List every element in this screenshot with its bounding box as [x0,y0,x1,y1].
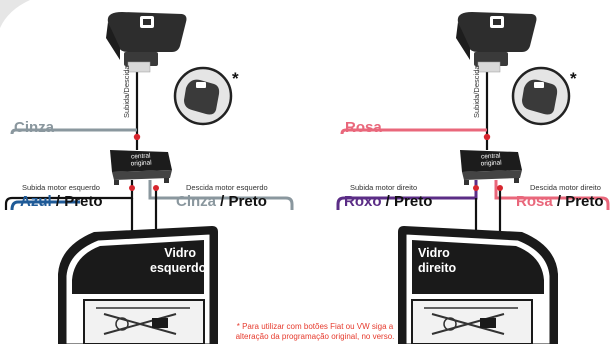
left-wire-left-color: Azul [20,193,52,210]
right-door-label: Vidro direito [418,246,456,276]
left-central-module [110,150,172,185]
right-wire-left-color: Roxo [344,193,382,210]
right-half [336,12,610,344]
right-motor-down-label: Descida motor direito [530,183,601,192]
right-motor-dot-b [497,185,503,191]
left-door-label: Vidro esquerdo [150,246,207,276]
right-wire-left-black: Preto [394,193,433,210]
right-wire-right-color: Rosa [516,193,553,210]
left-motor-up-label: Subida motor esquerdo [22,183,100,192]
corner-decoration [0,0,30,28]
right-rosa-wire [340,128,487,135]
left-door-line1: Vidro [164,246,196,260]
left-junction-dot [133,133,141,141]
left-half [4,12,294,344]
right-wire-top-label: Rosa [345,119,382,136]
right-central-label: central original [466,153,517,169]
right-door-line2: direito [418,261,457,275]
right-junction-dot [483,133,491,141]
left-wire-right-label: Cinza / Preto [176,194,267,209]
left-motor-dot-b [153,185,159,191]
right-wire-left-sep: / [381,193,395,210]
left-motor-up-black-wire [4,180,134,210]
right-wire-left-label: Roxo / Preto [344,194,432,209]
right-motor-dot-a [473,185,479,191]
footnote: * Para utilizar com botões Fiat ou VW si… [226,322,404,342]
footnote-line2: alteração da programação original, no ve… [235,332,395,341]
right-wire-right-label: Rosa / Preto [516,194,604,209]
left-wire-right-sep: / [216,193,229,210]
left-wire-left-black: Preto [64,193,103,210]
left-switch-vertical-label: Subida/Descida [122,65,131,118]
left-asterisk: * [232,69,239,88]
left-wire-left-sep: / [51,193,65,210]
left-central-label: central original [116,153,167,169]
right-alt-switch-zoom [511,66,571,126]
left-alt-switch-zoom [173,66,233,126]
right-motor-up-label: Subida motor direito [350,183,418,192]
left-window-switch [106,12,187,73]
left-door [58,226,218,344]
left-door-line2: esquerdo [150,261,207,275]
left-wire-top-label: Cinza [14,119,55,136]
right-central-module [460,150,522,185]
footnote-line1: * Para utilizar com botões Fiat ou VW si… [236,322,394,331]
right-door-line1: Vidro [418,246,450,260]
left-motor-down-cinza-wire [148,180,294,210]
left-wire-right-color: Cinza [176,193,217,210]
right-switch-vertical-label: Subida/Descida [472,65,481,118]
left-motor-dot-a [129,185,135,191]
right-rosa-motor-wire [494,180,610,210]
right-roxo-wire [336,180,478,210]
left-cinza-wire [10,128,137,135]
left-wire-left-label: Azul / Preto [20,194,103,209]
right-wire-right-sep: / [552,193,566,210]
right-asterisk: * [570,69,577,88]
right-wire-right-black: Preto [565,193,604,210]
right-window-switch [456,12,537,73]
left-azul-wire [10,200,80,211]
left-wire-right-black: Preto [228,193,267,210]
right-door [398,226,558,344]
left-motor-down-label: Descida motor esquerdo [186,183,268,192]
